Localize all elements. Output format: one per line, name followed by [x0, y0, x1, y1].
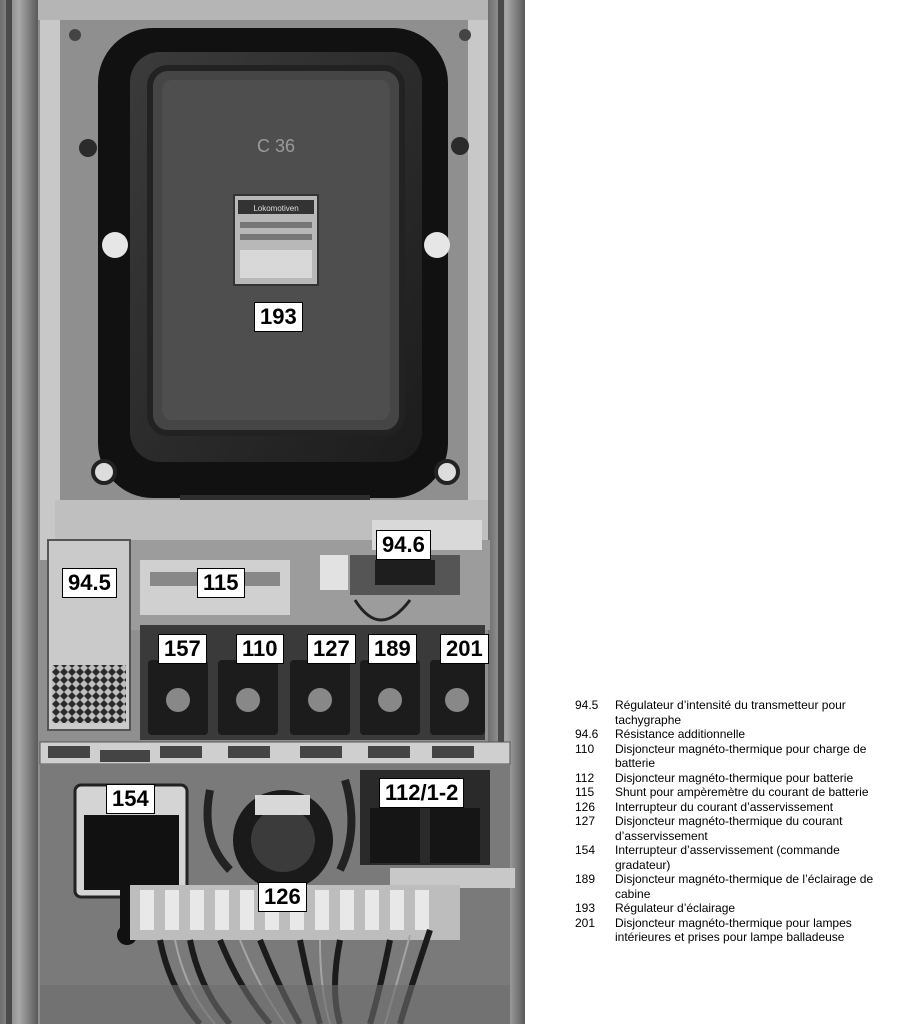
- callout-126: 126: [258, 882, 307, 912]
- callout-115: 115: [197, 568, 245, 598]
- electrical-cabinet-photo: C 36 Lokomotiven: [0, 0, 525, 1024]
- legend-code: 201: [575, 915, 596, 930]
- callout-112-1-2: 112/1-2: [379, 778, 465, 808]
- legend-description: Régulateur d’éclairage: [615, 901, 736, 915]
- legend-item: 94.6 Résistance additionnelle: [575, 727, 875, 742]
- legend-item: 110 Disjoncteur magnéto-thermique pour ch…: [575, 742, 875, 771]
- callout-201: 201: [440, 634, 489, 664]
- legend-code: 126: [575, 799, 596, 814]
- legend-code: 127: [575, 814, 596, 828]
- legend-item: 112 Disjoncteur magnéto-thermique pour ba…: [575, 771, 875, 786]
- legend-code: 110: [575, 741, 595, 756]
- legend-code: 193: [575, 901, 596, 915]
- legend-description: Résistance additionnelle: [615, 727, 746, 741]
- nameplate-text: Lokomotiven: [253, 204, 298, 213]
- callout-110: 110: [236, 634, 284, 664]
- legend: 94.5 Régulateur d’intensité du transmette…: [575, 698, 875, 945]
- callout-127: 127: [307, 634, 356, 664]
- legend-code: 154: [575, 843, 596, 857]
- legend-code: 94.6: [575, 727, 599, 741]
- legend-description: Disjoncteur magnéto-thermique pour lampe…: [615, 915, 852, 945]
- legend-description: Disjoncteur magnéto-thermique de l’éclai…: [615, 872, 874, 901]
- legend-item: 154 Interrupteur d’asservissement (comman…: [575, 843, 875, 872]
- legend-code: 189: [575, 872, 596, 886]
- legend-description: Disjoncteur magnéto-thermique du courant…: [615, 814, 843, 843]
- legend-description: Interrupteur d’asservissement (commande …: [615, 843, 840, 872]
- plate-marking: C 36: [257, 136, 295, 156]
- callout-189: 189: [368, 634, 417, 664]
- legend-item: 189 Disjoncteur magnéto-thermique de l’éc…: [575, 872, 875, 901]
- legend-description: Disjoncteur magnéto-thermique pour batte…: [615, 770, 854, 785]
- legend-description: Shunt pour ampèremètre du courant de bat…: [615, 785, 869, 799]
- legend-item: 94.5 Régulateur d’intensité du transmette…: [575, 698, 875, 727]
- legend-code: 112: [575, 770, 595, 785]
- legend-description: Interrupteur du courant d’asservissement: [615, 799, 834, 814]
- legend-code: 94.5: [575, 698, 599, 712]
- callout-193: 193: [254, 302, 303, 332]
- legend-item: 201 Disjoncteur magnéto-thermique pour la…: [575, 916, 875, 945]
- callout-94-6: 94.6: [376, 530, 431, 560]
- legend-item: 193 Régulateur d’éclairage: [575, 901, 875, 916]
- legend-description: Disjoncteur magnéto-thermique pour charg…: [615, 741, 867, 771]
- callout-154: 154: [106, 784, 155, 814]
- legend-item: 126 Interrupteur du courant d’asservissem…: [575, 800, 875, 815]
- legend-code: 115: [575, 785, 595, 799]
- legend-description: Régulateur d’intensité du transmetteur p…: [615, 698, 846, 727]
- legend-item: 127 Disjoncteur magnéto-thermique du cour…: [575, 814, 875, 843]
- callout-157: 157: [158, 634, 207, 664]
- legend-item: 115 Shunt pour ampèremètre du courant de …: [575, 785, 875, 800]
- callout-94-5: 94.5: [62, 568, 117, 598]
